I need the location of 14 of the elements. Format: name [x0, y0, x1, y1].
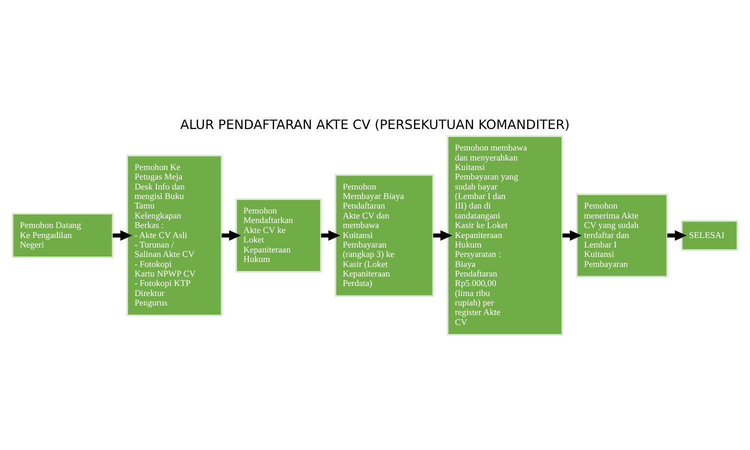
node-box: Pemohon menerima Akte CV yang sudah terdaftar dan Lembar I Kuitansi Pembayaran [576, 194, 668, 278]
node-box: Pemohon Ke Petugas Meja Desk Info dan mengisi Buku Tamu Kelengkapan Berkas : - Akte CV Asli - Turunan / Salinan Akte CV - Fotokopi Kartu NPWP CV - Fotokopi KTP Direktur Pengurus [126, 154, 222, 316]
diagram-title: ALUR PENDAFTARAN AKTE CV (PERSEKUTUAN KOMANDITER) [180, 118, 570, 133]
node-box: Pemohon Mendaftarkan Akte CV ke Loket Kepaniteraan Hukum [235, 198, 322, 273]
arrow [667, 230, 687, 241]
node-box: Pemohon Membayar Biaya Pendaftaran Akte CV dan membawa Kuitansi Pembayaran (rangkap 3) ke Kasir (Loket Kepaniteraan Perdata) [334, 174, 434, 297]
node-box: SELESAI [680, 220, 738, 251]
node-box: Pemohon membawa dan menyerahkan Kuitansi Pembayaran yang sudah bayar (Lembar I dan III) dan di tandatangani Kasir ke Loket Kepaniteraan Hukum Persyaratan : Biaya Pendaftaran Rp5.000,00 (lima ribu rupiah) per register Akte CV [446, 135, 564, 336]
node-box: Pemohon Datang Ke Pengadilan Negeri [12, 212, 114, 258]
arrow [112, 230, 132, 241]
arrow [321, 230, 340, 241]
arrow [562, 230, 582, 241]
arrow [433, 230, 452, 241]
arrow [222, 230, 242, 241]
